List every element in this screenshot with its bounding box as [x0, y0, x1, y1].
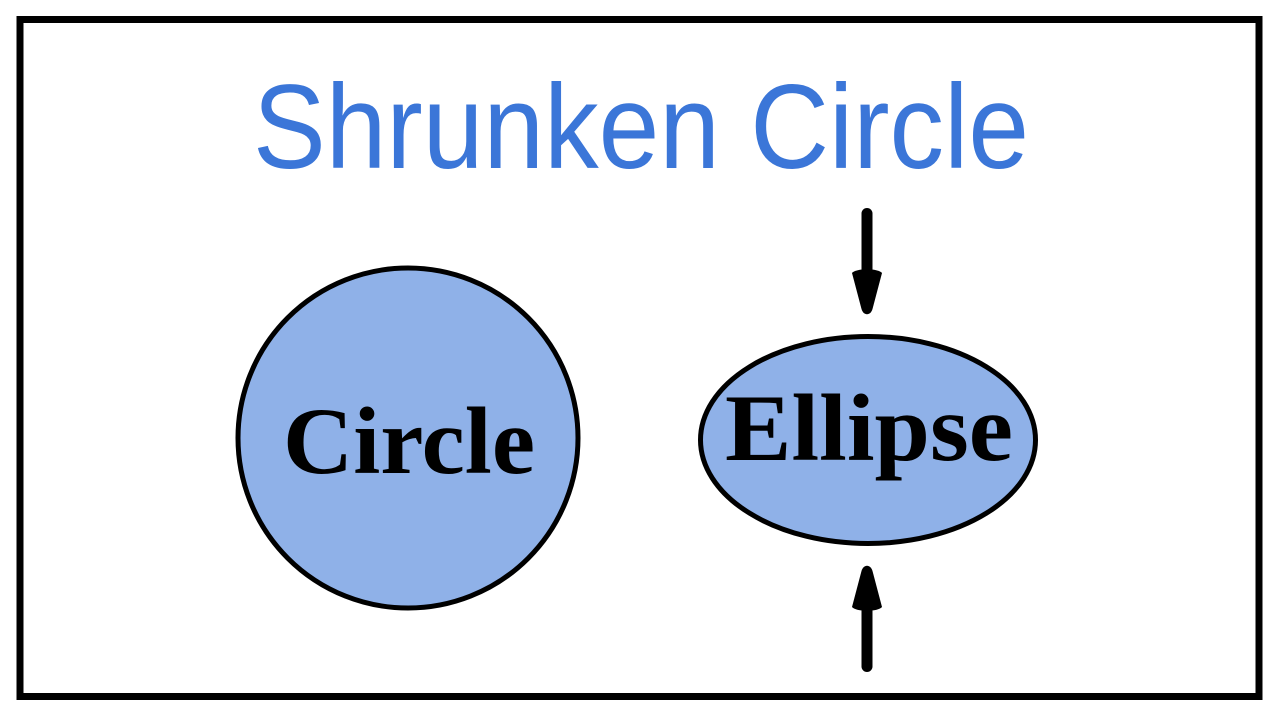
- ellipse-shape: [698, 334, 1038, 546]
- arrow-down-icon: [852, 208, 882, 315]
- circle-shape: [235, 265, 581, 611]
- ellipse-label: Ellipse: [725, 375, 1013, 481]
- arrow-up-icon: [852, 565, 882, 672]
- frame-border: [16, 16, 1263, 700]
- circle-label: Circle: [283, 388, 535, 494]
- page-title: Shrunken Circle: [253, 60, 1029, 194]
